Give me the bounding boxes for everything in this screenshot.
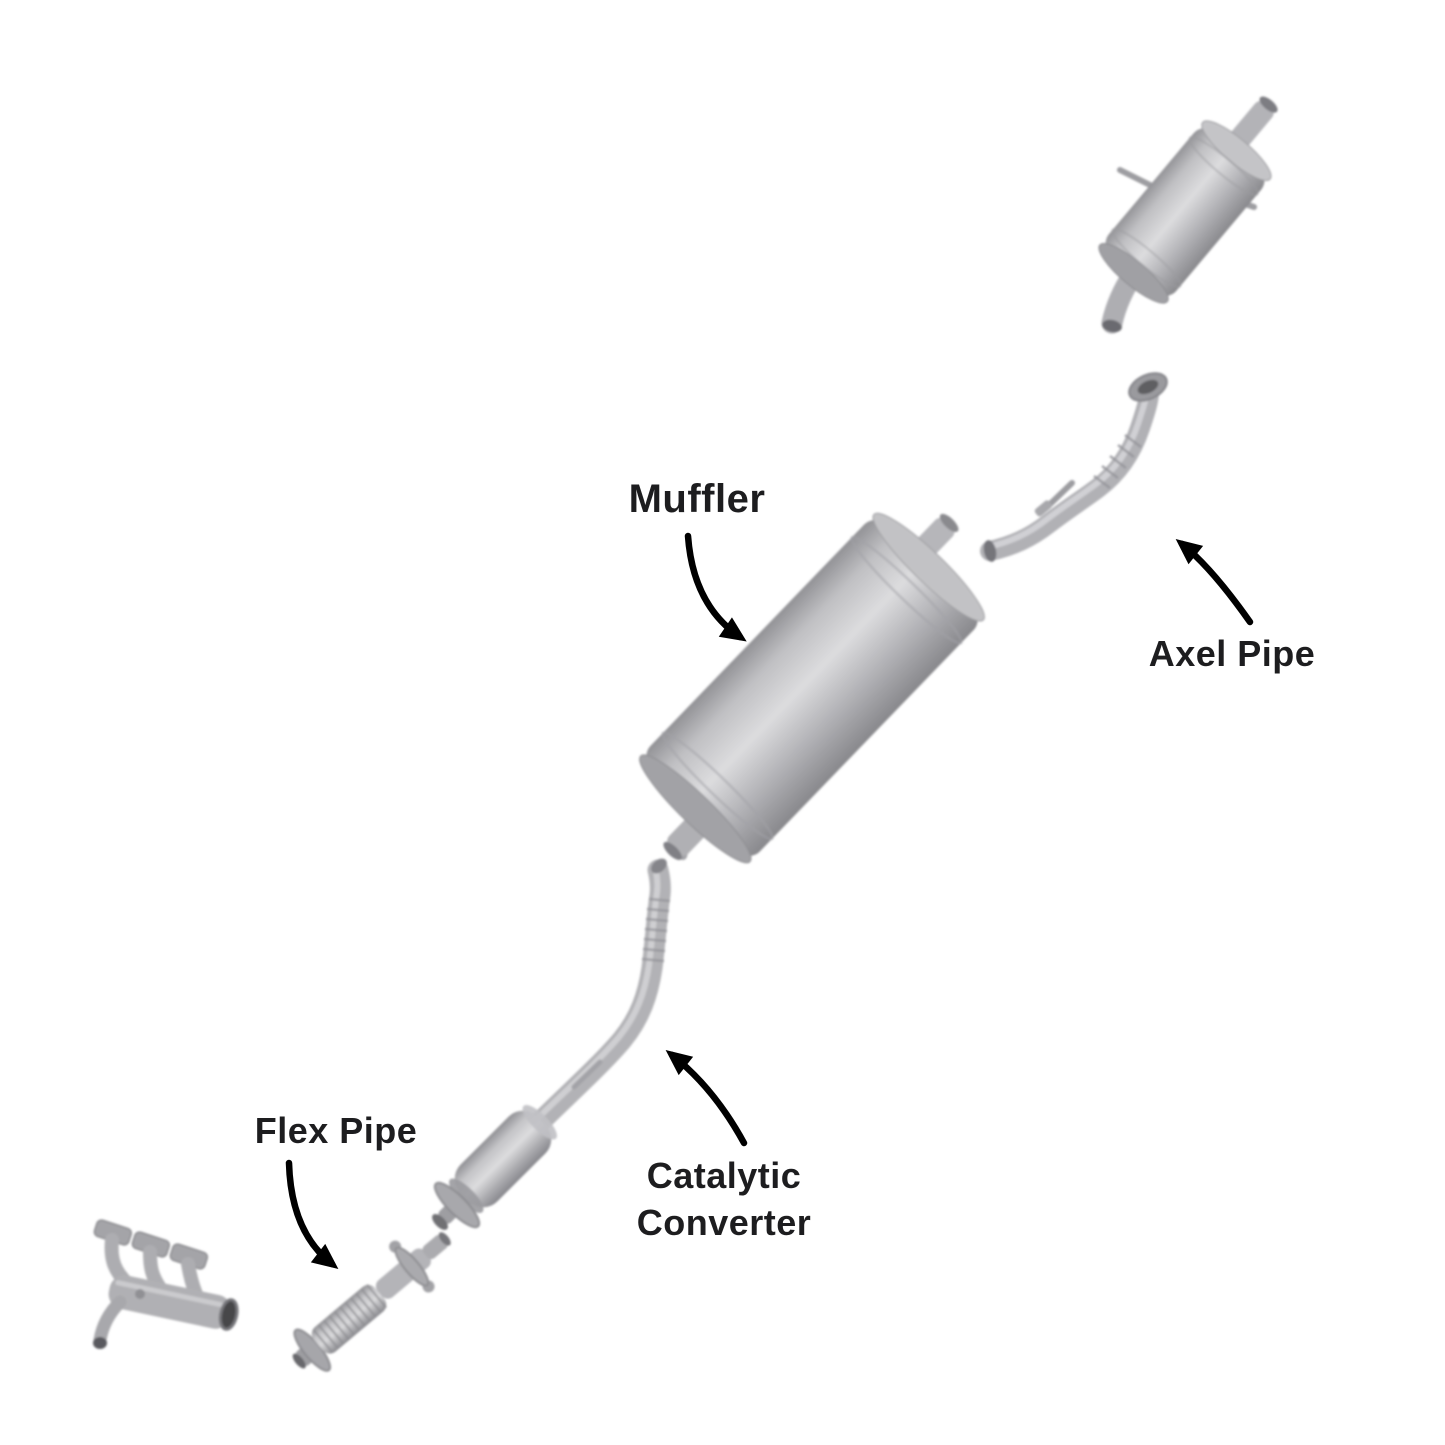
rear-muffler-seam bbox=[1111, 228, 1182, 288]
manifold-stub bbox=[93, 1295, 127, 1347]
muffler-inlet-opening bbox=[663, 841, 682, 861]
manifold-outlet-opening bbox=[218, 1298, 239, 1331]
muffler-seam bbox=[850, 535, 963, 645]
axle-pipe-highlight bbox=[985, 385, 1150, 550]
axle-pipe-body bbox=[980, 382, 1159, 561]
muffler-endcap-bottom bbox=[639, 754, 752, 864]
manifold-stub-opening bbox=[93, 1337, 107, 1349]
muffler-outlet-opening bbox=[939, 513, 959, 533]
rear-hanger-rod-left bbox=[1117, 167, 1155, 189]
muffler-illustration bbox=[639, 512, 985, 864]
cat-pipe-highlight bbox=[462, 864, 661, 1194]
axle-pipe-corrugation bbox=[1093, 434, 1142, 489]
axle-pipe-opening bbox=[983, 540, 997, 562]
manifold-flange-tabs bbox=[93, 1219, 209, 1270]
muffler-seam bbox=[661, 731, 774, 841]
manifold-collector bbox=[108, 1275, 239, 1331]
cat-pipe-flange bbox=[432, 1181, 481, 1230]
flex-pipe-opening bbox=[292, 1353, 306, 1369]
flex-pipe-tip-opening bbox=[438, 1232, 451, 1246]
muffler-label: Muffler bbox=[628, 477, 766, 521]
cat-pipe-hanger bbox=[571, 1059, 603, 1090]
flex-pipe-illustration bbox=[292, 1232, 451, 1372]
flex-pipe-arrow bbox=[285, 1159, 339, 1269]
exhaust-manifold-illustration bbox=[93, 1219, 239, 1349]
catalytic-converter-arrow bbox=[665, 1049, 748, 1147]
rear-inlet-opening bbox=[1102, 319, 1122, 333]
flex-pipe-corrugation bbox=[312, 1284, 388, 1354]
cat-pipe-corrugation bbox=[641, 897, 671, 963]
muffler-body bbox=[646, 520, 978, 856]
catalytic-converter-label: Catalytic Converter bbox=[636, 1155, 812, 1243]
axel-pipe-arrow bbox=[1175, 538, 1254, 626]
axle-pipe-illustration bbox=[980, 372, 1168, 562]
flex-pipe-label: Flex Pipe bbox=[254, 1110, 418, 1151]
catalytic-converter-pipe-illustration bbox=[432, 858, 671, 1230]
annotation-arrows bbox=[285, 532, 1254, 1269]
cat-pipe-top-opening bbox=[651, 858, 667, 874]
axle-pipe-hanger-plate bbox=[1034, 500, 1052, 517]
muffler-endcap-top bbox=[872, 512, 985, 622]
flex-pipe-braid bbox=[311, 1284, 387, 1354]
axel-pipe-label: Axel Pipe bbox=[1148, 633, 1316, 674]
muffler-arrow bbox=[684, 532, 747, 642]
flex-pipe-flange-top bbox=[394, 1246, 430, 1287]
rear-muffler-seam bbox=[1188, 136, 1259, 196]
rear-muffler-body bbox=[1105, 128, 1265, 296]
parts-layer bbox=[93, 96, 1278, 1372]
rear-muffler-tailpipe-illustration bbox=[1098, 96, 1278, 334]
manifold-sensor-boss bbox=[135, 1289, 145, 1299]
rear-tailpipe-opening bbox=[1259, 96, 1278, 113]
catalytic-converter-body bbox=[449, 1105, 557, 1213]
axle-pipe-flange bbox=[1128, 372, 1168, 402]
